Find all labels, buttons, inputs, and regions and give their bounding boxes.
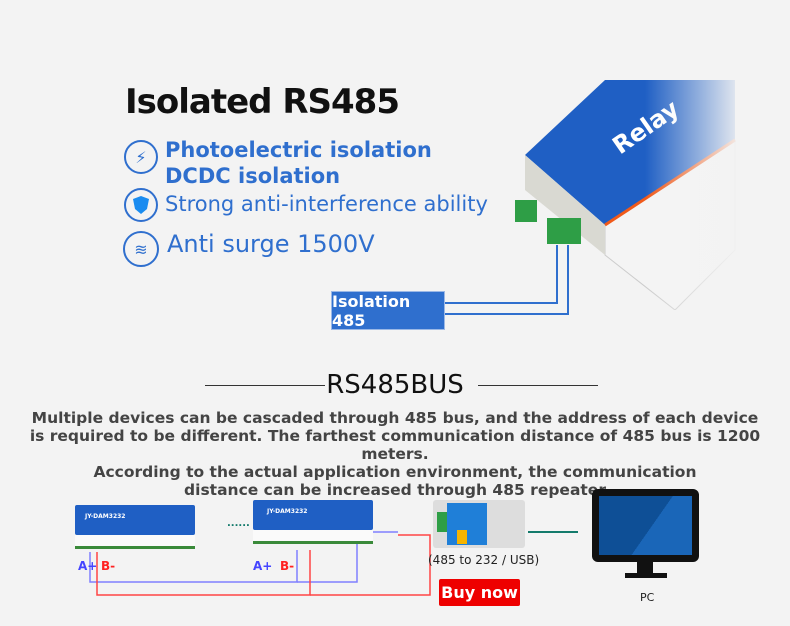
monitor-base xyxy=(625,573,667,578)
converter-label: (485 to 232 / USB) xyxy=(428,553,540,567)
divider-left xyxy=(205,385,325,386)
description-line: According to the actual application envi… xyxy=(93,463,697,481)
pc-label: PC xyxy=(640,591,655,604)
section-title: RS485BUS xyxy=(326,370,464,400)
feature-surge: Anti surge 1500V xyxy=(167,230,375,258)
pc-monitor-icon xyxy=(592,489,699,562)
converter-device xyxy=(433,500,525,548)
a-plus-label-2: A+ xyxy=(253,559,273,573)
divider-right xyxy=(478,385,598,386)
lightning-icon: ⚡ xyxy=(124,140,158,174)
feature-dcdc: DCDC isolation xyxy=(165,164,341,188)
ellipsis: ...... xyxy=(227,518,250,529)
description-line: is required to be different. The farthes… xyxy=(29,427,761,463)
module-name: JY-DAM3232 xyxy=(85,513,126,520)
description-line: Multiple devices can be cascaded through… xyxy=(31,409,759,427)
page-title: Isolated RS485 xyxy=(125,82,400,122)
buy-now-button[interactable]: Buy now xyxy=(439,579,520,606)
relay-device-image: Relay xyxy=(495,80,745,310)
description-line: distance can be increased through 485 re… xyxy=(184,481,606,499)
description: Multiple devices can be cascaded through… xyxy=(0,409,790,499)
b-minus-label-1: B- xyxy=(101,559,116,573)
feature-photoelectric: Photoelectric isolation xyxy=(165,138,432,162)
bus-wiring xyxy=(89,531,578,596)
a-plus-label-1: A+ xyxy=(78,559,98,573)
connection-lines xyxy=(445,245,569,315)
module-name: JY-DAM3232 xyxy=(267,508,308,515)
monitor-stand xyxy=(637,562,653,574)
module-1-base xyxy=(75,535,195,549)
wave-icon: ≋ xyxy=(123,231,159,267)
module-2-base xyxy=(253,530,373,544)
shield-icon xyxy=(124,188,158,222)
isolation-485-label: Isolation 485 xyxy=(331,291,445,330)
feature-anti-interference: Strong anti-interference ability xyxy=(165,192,488,216)
module-1: JY-DAM3232 xyxy=(75,505,195,535)
b-minus-label-2: B- xyxy=(280,559,295,573)
module-2: JY-DAM3232 xyxy=(253,500,373,530)
